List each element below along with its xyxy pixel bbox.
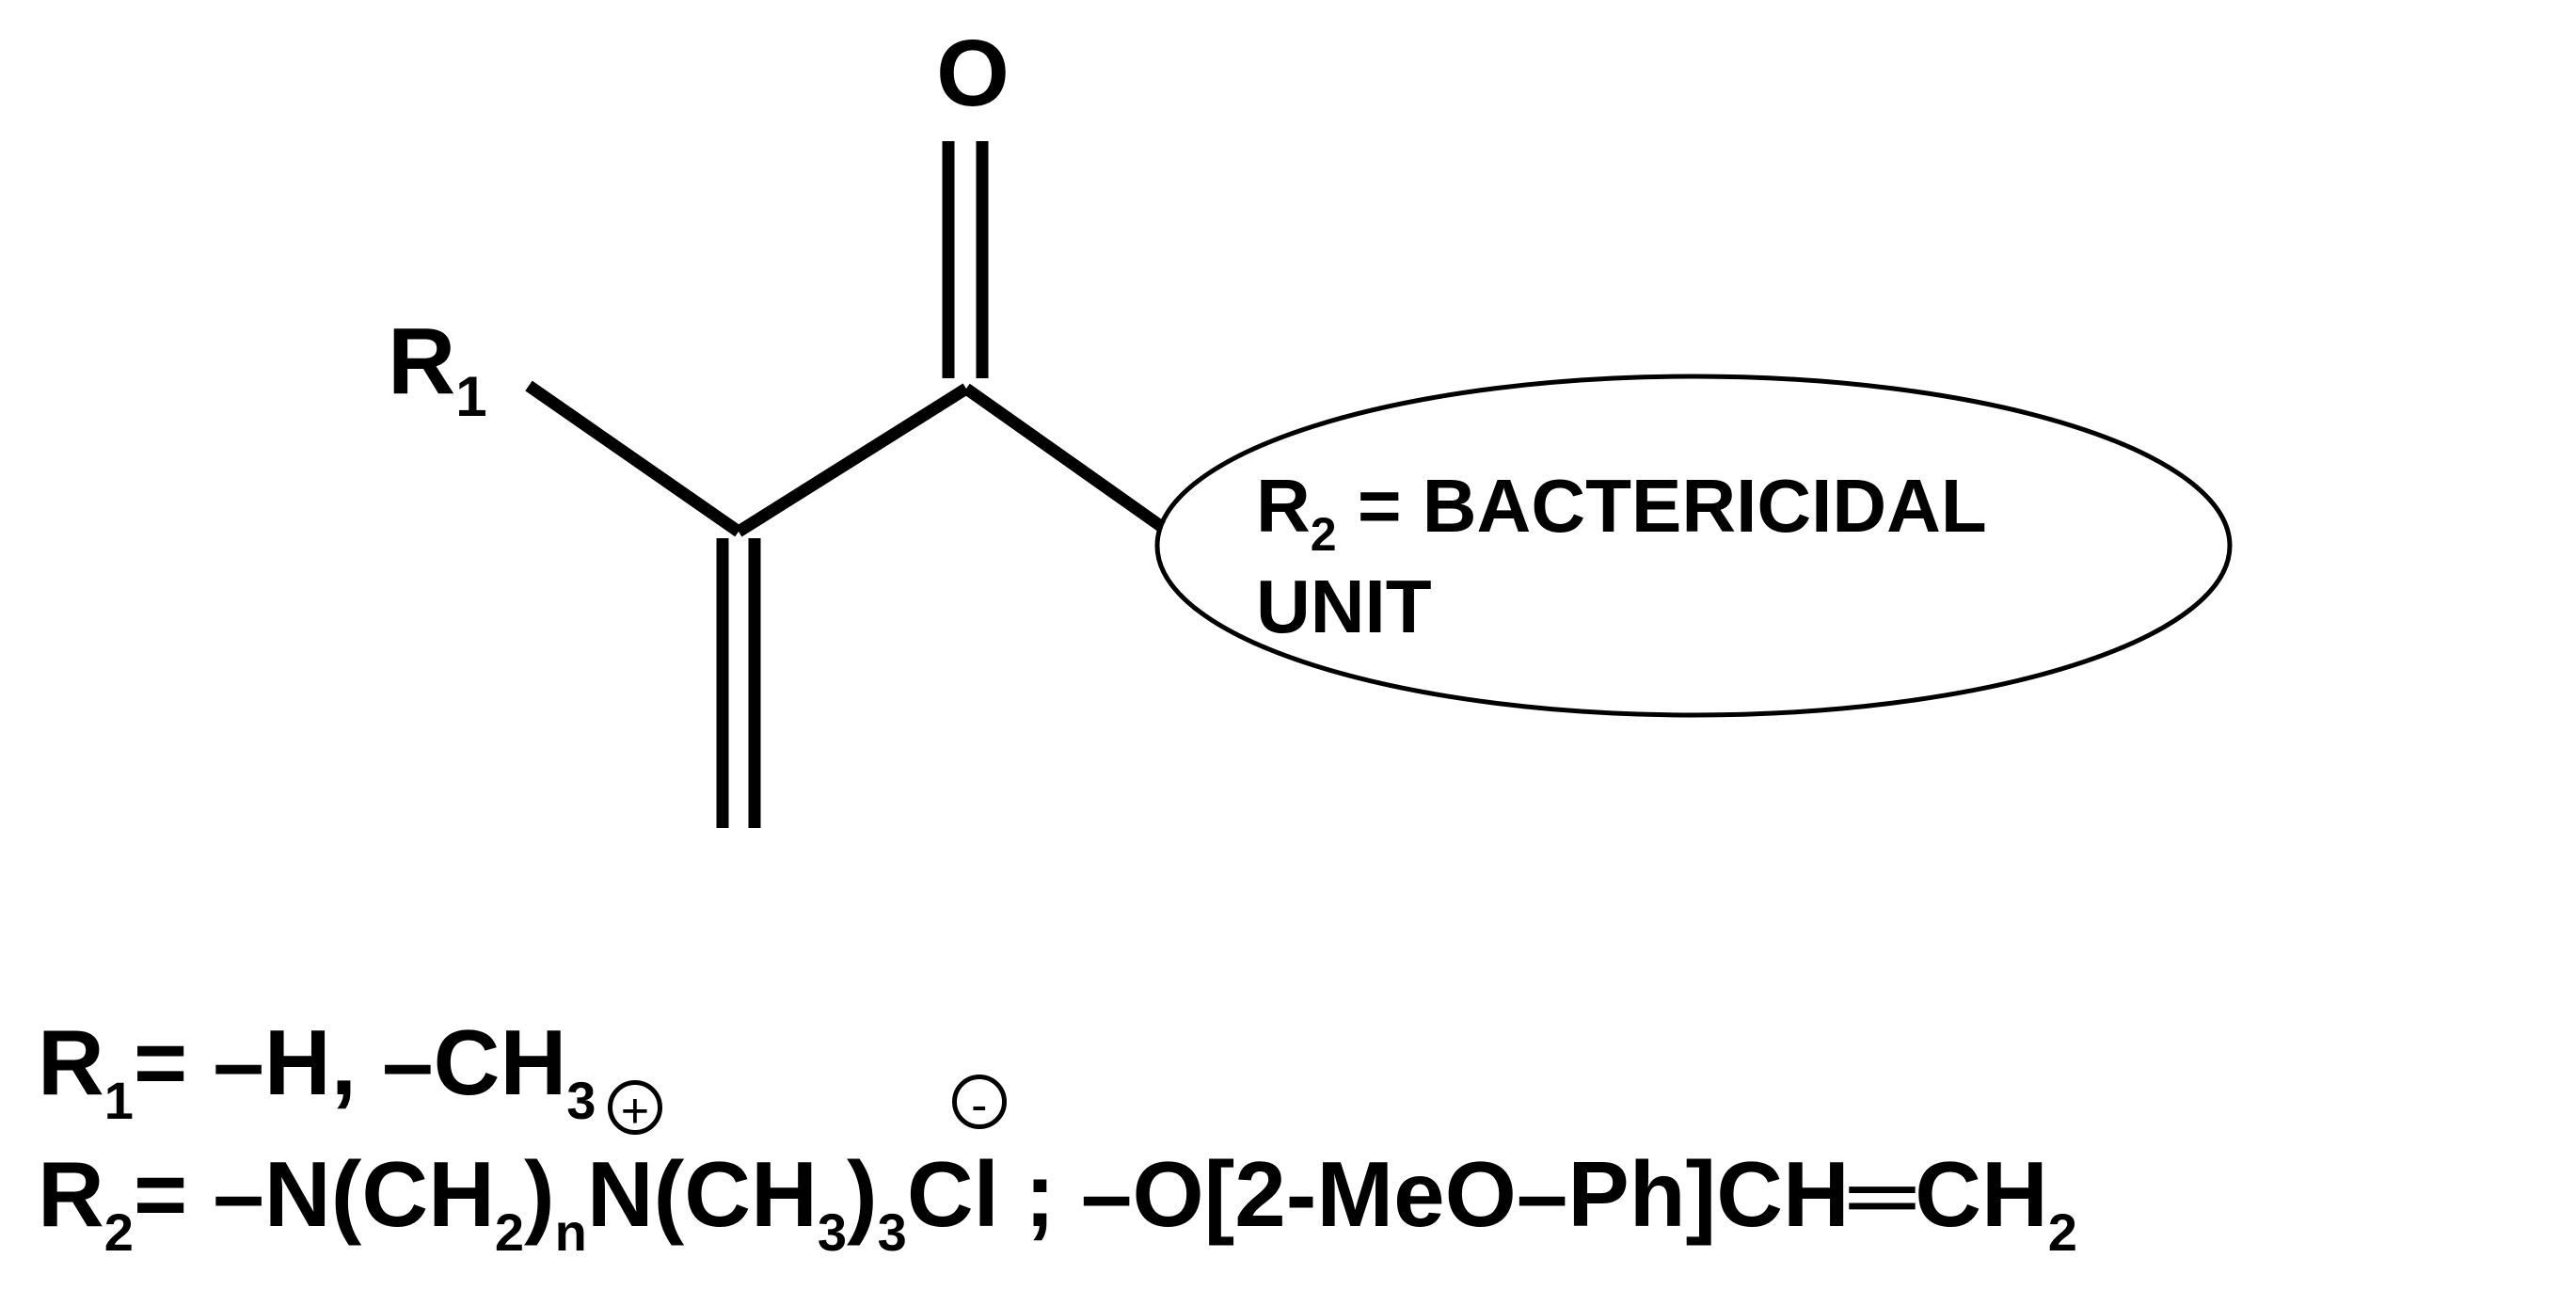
bond-r1-to-alpha-carbon [525, 380, 742, 537]
chloride-ion: Cl- [907, 1075, 1007, 1240]
carbonyl-oxygen-label: O [936, 21, 1010, 126]
r1-substituent-label: R1 [388, 309, 487, 428]
positive-charge-icon: + [607, 1080, 662, 1138]
r2-definition: R2= –N(CH2)nN+(CH3)3Cl- ; –O[2-MeO–Ph]CH… [38, 1075, 2077, 1259]
quaternary-nitrogen: N+ [587, 1080, 662, 1240]
vinyl-double-bond-icon: ═ [1849, 1142, 1916, 1246]
negative-charge-icon: - [951, 1075, 1007, 1132]
r1-definition: R1= –H, –CH3 [38, 1011, 596, 1130]
bond-carbonyl-to-ester [962, 383, 1166, 533]
ellipse-text-line2: UNIT [1256, 565, 1432, 648]
bactericidal-unit-ellipse [1154, 374, 2233, 718]
ellipse-text-line1: R2 = BACTERICIDAL [1256, 464, 1987, 561]
bond-alpha-to-carbonyl-carbon [735, 383, 970, 537]
